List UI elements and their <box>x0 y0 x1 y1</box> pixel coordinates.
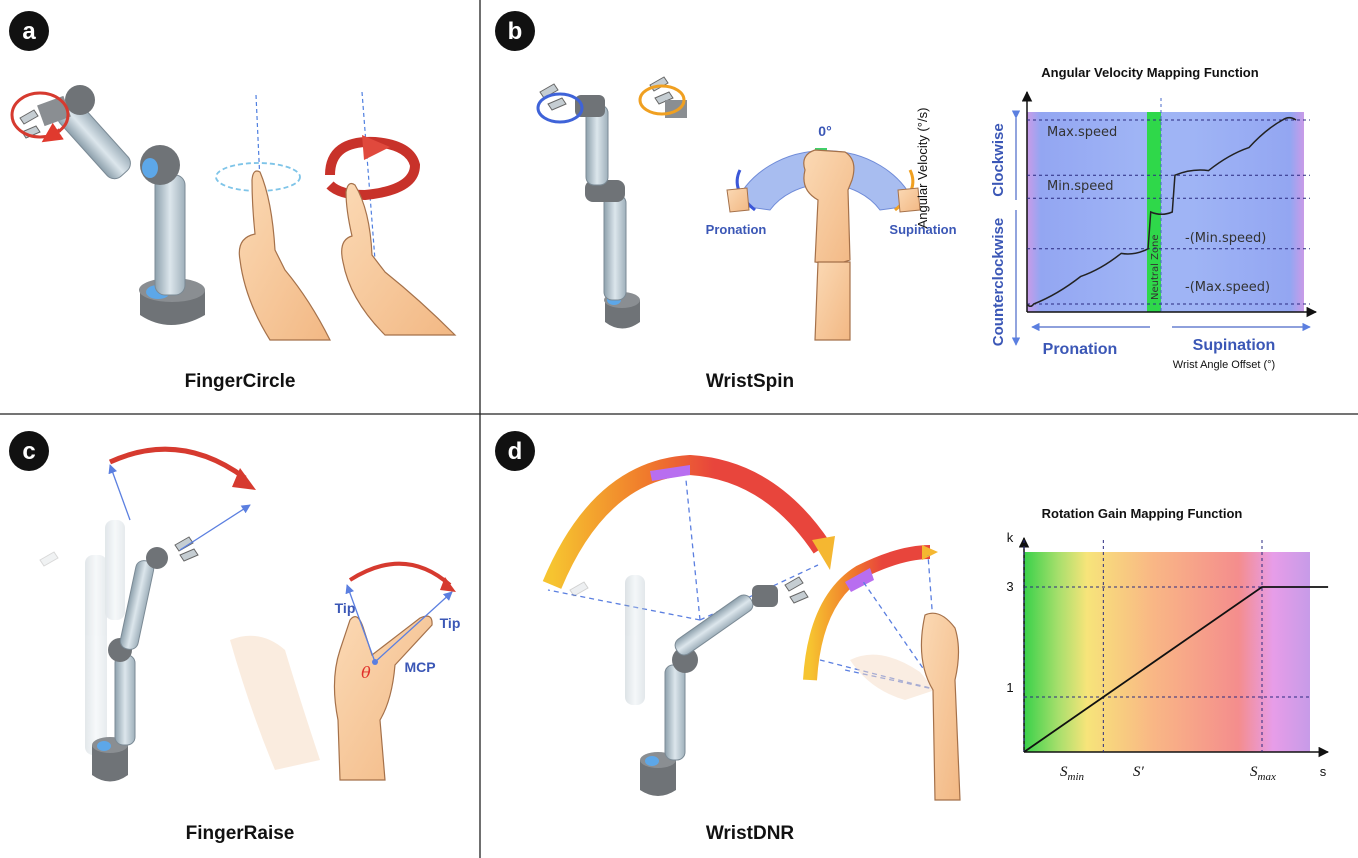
x-pronation-label: Pronation <box>1043 341 1118 358</box>
badge-a <box>9 11 49 51</box>
caption-fingercircle: FingerCircle <box>185 371 296 392</box>
finger-arc-icon <box>348 561 452 587</box>
gain-arc-large-head-icon <box>812 536 835 570</box>
x-supination-label: Supination <box>1193 337 1276 354</box>
y-tick-1: 1 <box>1006 680 1013 695</box>
chart-d-curve <box>1023 586 1329 753</box>
rotation-arrow-icon <box>41 122 64 143</box>
zero-degree-label: 0° <box>818 123 831 139</box>
panel-a: a FingerCircle <box>9 11 457 392</box>
max-speed-label: Max.speed <box>1047 125 1117 140</box>
badge-d-label: d <box>508 438 523 465</box>
hand-circling-icon <box>341 182 457 336</box>
tilted-hand-icon <box>920 612 961 801</box>
small-fist-right-icon <box>897 187 921 213</box>
gain-arc-small-head-icon <box>922 545 938 560</box>
chart-b-guides <box>1027 119 1310 305</box>
raise-arc-head-icon <box>232 468 256 490</box>
chart-b-curve <box>1026 116 1297 308</box>
robot-arm-icon-c <box>92 536 199 782</box>
forearm-icon <box>814 261 851 341</box>
badge-d <box>495 431 535 471</box>
ghost-hand-icon-d <box>850 654 935 700</box>
gain-arc-large <box>542 454 831 589</box>
raise-arc-icon <box>108 446 247 481</box>
end-vector-arrow <box>179 504 251 551</box>
mcp-point <box>372 659 378 665</box>
chart-d-guides <box>1023 540 1310 752</box>
x-tick-smin: Smin <box>1060 764 1085 783</box>
panel-c: c Tip Tip θ MCP <box>9 431 460 844</box>
robot-arm-icon-d <box>640 576 809 796</box>
gain-arc-small-purple-segment <box>845 568 874 592</box>
chart-d-title: Rotation Gain Mapping Function <box>1042 506 1243 521</box>
ghost-robot-arm-icon-d <box>569 575 645 705</box>
start-vector-arrow <box>108 464 131 521</box>
min-speed-label: Min.speed <box>1047 179 1113 194</box>
hand-pointing-icon <box>238 170 331 341</box>
chart-d-xlabel: s <box>1320 764 1327 779</box>
rotation-ring-icon <box>10 91 70 139</box>
axis-line-2 <box>361 91 376 261</box>
raising-hand-icon <box>333 615 433 781</box>
mcp-label: MCP <box>404 659 435 675</box>
counterclockwise-label: Counterclockwise <box>990 218 1007 346</box>
fist-icon <box>803 149 855 266</box>
neutral-zone-band <box>1147 112 1161 312</box>
caption-wristspin: WristSpin <box>706 371 794 392</box>
panel-b: b 0° Pronation Supination WristSpin <box>495 11 1318 392</box>
x-tick-sprime: S′ <box>1133 764 1145 780</box>
circle-guide-icon <box>215 162 301 192</box>
caption-wristdnr: WristDNR <box>706 823 795 844</box>
neg-min-speed-label: -(Min.speed) <box>1185 231 1266 246</box>
ghost-hand-icon <box>230 635 320 770</box>
robot-arm-icon <box>19 85 205 325</box>
theta-label: θ <box>361 663 371 682</box>
cw-ring-icon <box>638 84 686 116</box>
supination-label: Supination <box>889 222 956 237</box>
x-tick-smax: Smax <box>1250 764 1276 783</box>
tip-left-label: Tip <box>335 600 356 616</box>
badge-c <box>9 431 49 471</box>
chart-b-xlabel: Wrist Angle Offset (°) <box>1173 359 1275 371</box>
tip-right-label: Tip <box>440 615 461 631</box>
chart-b-background <box>1027 112 1304 312</box>
badge-a-label: a <box>22 18 36 45</box>
circle-arrow-head-icon <box>362 135 390 160</box>
pronation-label: Pronation <box>706 222 767 237</box>
chart-b-ylabel: Angular Velocity (°/s) <box>915 108 930 229</box>
y-tick-3: 3 <box>1006 579 1013 594</box>
badge-c-label: c <box>22 438 35 465</box>
badge-b <box>495 11 535 51</box>
ghost-robot-arm-icon <box>39 520 125 755</box>
gain-arc-purple-segment <box>650 465 690 481</box>
chart-b-title: Angular Velocity Mapping Function <box>1041 65 1258 80</box>
panel-d: d <box>495 431 1330 844</box>
rotation-gain-chart: Rotation Gain Mapping Function k 3 1 s S… <box>1006 506 1330 783</box>
gain-arc-small <box>803 545 931 681</box>
finger-arc-head-icon <box>440 577 456 592</box>
neutral-zone-label: Neutral Zone <box>1150 234 1161 300</box>
tip-vector-right <box>374 591 453 663</box>
tip-vector-left <box>345 584 376 663</box>
angular-velocity-chart: Angular Velocity Mapping Function Neutra… <box>915 65 1318 371</box>
small-fist-left-icon <box>726 187 750 213</box>
robot-arm-icon-b <box>539 76 687 329</box>
neg-max-speed-label: -(Max.speed) <box>1185 280 1270 295</box>
badge-b-label: b <box>508 18 523 45</box>
caption-fingerraise: FingerRaise <box>186 823 295 844</box>
chart-d-ylabel: k <box>1007 530 1014 545</box>
clockwise-label: Clockwise <box>990 123 1007 196</box>
ccw-ring-icon <box>536 92 584 124</box>
